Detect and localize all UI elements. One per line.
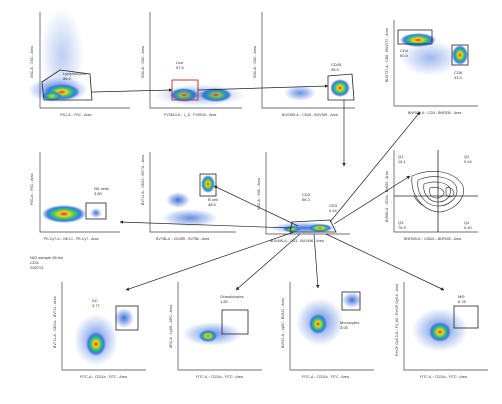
arrow-live-to-cd45: [197, 84, 329, 91]
contour-plot: [411, 171, 464, 213]
y-axis-label: BV711-A :: CD19 - BV711 - Area: [141, 155, 145, 205]
arrow-cd3-to-macrophage: [325, 233, 445, 291]
panel-cd3: CD3 58.3 CD3 0.44 BUV496-A :: CD3 - BUV4…: [257, 152, 350, 243]
y-axis-label: BUV737-A :: CD8 - BUV737 - Area: [385, 28, 389, 82]
quadrant-label: Q2: [464, 154, 470, 159]
gate-label: CD4: [400, 48, 409, 53]
y-axis-label: SSC-A :: SSC - Area: [30, 46, 34, 78]
arrow-cd3-to-cd4cd8: [329, 111, 421, 223]
panel-nk-cells: NK cells 3.83 PE-Cy7-A :: NK1.1 - PE-Cy7…: [30, 152, 120, 241]
x-axis-label: FITC-A :: CD11b - FITC - Area: [80, 375, 127, 379]
quadrant-label: Q3: [398, 220, 404, 225]
gate-value: 86.9: [63, 76, 72, 81]
y-axis-label: BV421-A :: Ly6C - BV421 - Area: [281, 298, 285, 348]
gate-value: 33.3: [454, 75, 463, 80]
panel-b-cell: B cell 48.5 BV786-A :: CD45R - BV786 - A…: [141, 152, 236, 241]
x-axis-label: FITC-A :: CD11b - FITC - Area: [420, 375, 467, 379]
panel-granulocytes: Granulocytes 1.82 FITC-A :: CD11b - FITC…: [169, 282, 262, 379]
gate-value: 97.5: [176, 65, 185, 70]
gate-label: CD3: [302, 192, 311, 197]
quadrant-label: Q1: [398, 154, 404, 159]
gate-label: Live: [176, 60, 184, 65]
gate-value: 3.05: [340, 325, 349, 330]
x-axis-label: FSC-A :: FSC - Area: [60, 113, 92, 117]
panel-live: Live 97.5 FVS510-A :: L_D - FVS510 - Are…: [141, 12, 246, 117]
gate-value: 8.78: [458, 299, 467, 304]
x-axis-label: BV786-A :: CD45R - BV786 - Area: [156, 237, 209, 241]
panel-cd4-cd8: CD4 60.5 CD8 33.3 BNF530-A :: CD4 - BNF5…: [385, 20, 478, 115]
gate-value: 3.83: [94, 191, 103, 196]
gate-label: Lymphocytes: [63, 71, 86, 76]
x-axis-label: FVS510-A :: L_D - FVS510 - Area: [164, 113, 216, 117]
x-axis-label: BNF605-A :: CD62L - BNF605 - Area: [404, 237, 461, 241]
y-axis-label: APC-A :: Ly6G - APC - Area: [169, 305, 173, 348]
gate-label: B cell: [208, 197, 218, 202]
gate-label: CD45: [331, 62, 342, 67]
quadrant-value: 0.44: [464, 159, 473, 164]
gate-label: CD3: [329, 203, 338, 208]
gate-label: NK cells: [94, 186, 109, 191]
x-axis-label: FITC-A :: CD11b - FITC - Area: [196, 375, 243, 379]
gate-value: 98.9: [331, 67, 340, 72]
x-axis-label: FITC-A :: CD11b - FITC - Area: [302, 375, 349, 379]
panel-macrophage: MΦ 8.78 FITC-A :: CD11b - FITC - Area Pe…: [395, 282, 488, 379]
arrow-cd3-to-dc: [125, 231, 295, 291]
y-axis-label: BV711-A :: CD11c - BV711 - Area: [53, 296, 57, 348]
panel-cd45: CD45 98.9 BUV395-A :: CD45 - BUV395 - Ar…: [253, 12, 355, 117]
quadrant-value: 0.40: [464, 225, 473, 230]
sample-file: NIG sample 96.fcs: [30, 255, 63, 260]
y-axis-label: PerCP-Cy5-5-A :: F4_80 - PerCP-Cy5-5 - A…: [395, 284, 399, 356]
gate-label: Granulocytes: [220, 294, 244, 299]
panel-dc: DC 3.77 FITC-A :: CD11b - FITC - Area BV…: [53, 282, 146, 379]
panel-lymphocytes: Lymphocytes 86.9 FSC-A :: FSC - Area SSC…: [28, 7, 130, 117]
quadrant-label: Q4: [464, 220, 470, 225]
y-axis-label: SSC-A :: SSC - Area: [257, 178, 261, 210]
gate-label: Monocytes: [340, 320, 359, 325]
y-axis-label: BV650-A :: CD44 - BV650 - Area: [385, 171, 389, 222]
panel-monocytes: Monocytes 3.05 FITC-A :: CD11b - FITC - …: [281, 282, 374, 379]
arrow-cd3-to-nk: [119, 220, 293, 229]
sample-annotation: NIG sample 96.fcs CD3- 206713: [30, 255, 63, 270]
x-axis-label: BUV395-A :: CD45 - BUV395 - Area: [282, 113, 338, 117]
arrow-lymph-to-live: [91, 88, 173, 93]
x-axis-label: BUV496-A :: CD3 - BUV496 - Area: [270, 239, 324, 243]
y-axis-label: FSC-A :: FSC - Area: [30, 173, 34, 205]
gating-arrows: [91, 84, 445, 291]
sample-count: 206713: [30, 265, 44, 270]
gate-value: 0.44: [329, 208, 338, 213]
gate-label: CD8: [454, 70, 463, 75]
y-axis-label: SSC-A :: SSC - Area: [141, 46, 145, 78]
gate-label: DC: [92, 298, 98, 303]
y-axis-label: SSC-A :: SSC - Area: [253, 46, 257, 78]
gate-value: 1.82: [220, 299, 229, 304]
arrow-cd3-to-granulocytes: [235, 233, 301, 291]
arrow-cd3-to-monocytes: [313, 233, 320, 289]
arrow-cd3-to-quadrant: [333, 175, 411, 225]
arrow-cd3-to-bcell: [213, 185, 299, 227]
x-axis-label: PE-Cy7-A :: NK1.1 - PE-Cy7 - Area: [44, 237, 99, 241]
quadrant-value: 16.1: [398, 159, 407, 164]
gate-value: 60.5: [400, 53, 409, 58]
gate-value: 3.77: [92, 303, 101, 308]
panel-quadrant: Q1 16.1 Q2 0.44 Q3 76.9 Q4 0.40 BNF605-A…: [385, 150, 478, 241]
quadrant-value: 76.9: [398, 225, 407, 230]
gate-value: 58.3: [302, 197, 311, 202]
x-axis-label: BNF530-A :: CD4 - BNF530 - Area: [408, 111, 461, 115]
gate-label: MΦ: [458, 294, 465, 299]
gate-value: 48.5: [208, 202, 217, 207]
sample-gate: CD3-: [30, 260, 40, 265]
